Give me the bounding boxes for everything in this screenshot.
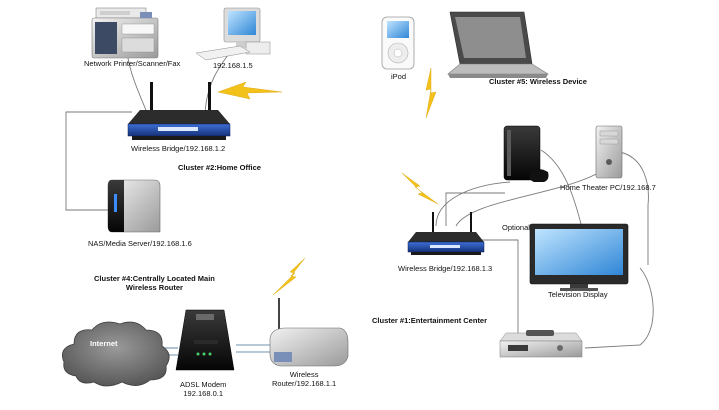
tower-pc-icon	[595, 125, 623, 179]
cluster-4-label: Cluster #4:Centrally Located Main Wirele…	[94, 274, 215, 292]
cable-bridge-console	[435, 181, 511, 227]
tv-label: Television Display	[548, 290, 608, 299]
cloud-icon	[61, 321, 170, 387]
internet-label: Internet	[90, 339, 118, 348]
television-icon	[529, 223, 629, 291]
lightning-icon	[401, 172, 439, 205]
laptop-icon	[447, 11, 550, 78]
ipod-label: iPod	[391, 72, 407, 81]
cluster-4-label-line2: Wireless Router	[125, 282, 183, 292]
modem-label: ADSL Modem 192.168.0.1	[180, 380, 227, 398]
cable-bridge-nas	[65, 111, 132, 211]
cable-htpc-right	[619, 151, 649, 265]
cable-bridge-dvr-optional	[470, 239, 519, 336]
cable-tv-dvr	[584, 267, 654, 349]
lightning-icon	[272, 257, 306, 296]
cable-bridge-htpc	[455, 171, 601, 227]
home-bridge-label: Wireless Bridge/192.168.1.2	[131, 144, 226, 153]
desktop-computer-icon	[195, 7, 271, 61]
optional-label: Optional	[502, 223, 530, 232]
nas-label: NAS/Media Server/192.168.1.6	[88, 239, 192, 248]
wireless-router-icon	[407, 212, 485, 255]
main-router-label: Wireless Router/192.168.1.1	[272, 370, 337, 388]
cluster-4-label-line1: Cluster #4:Centrally Located Main	[94, 274, 215, 283]
modem-label-line2: 192.168.0.1	[183, 388, 224, 398]
nas-server-icon	[107, 179, 161, 233]
htpc-label: Home Theater PC/192.168.7	[560, 183, 656, 192]
printer-icon	[91, 7, 159, 59]
cable-console-tv	[540, 149, 583, 229]
modem-label-line1: ADSL Modem	[180, 380, 227, 389]
cable-bridge-console-2	[445, 192, 505, 226]
main-router-label-line2: Router/192.168.1.1	[272, 378, 337, 388]
game-console-icon	[503, 125, 549, 182]
cables	[65, 49, 654, 349]
wireless-signals	[217, 67, 439, 296]
wireless-router-icon	[127, 82, 231, 140]
cluster-5-label: Cluster #5: Wireless Device	[489, 77, 587, 86]
lightning-icon	[217, 81, 283, 100]
modem-icon	[175, 309, 235, 371]
wireless-router-icon	[269, 298, 349, 367]
cluster-1-label: Cluster #1:Entertainment Center	[372, 316, 488, 325]
main-router-label-line1: Wireless	[289, 370, 319, 379]
lightning-icon	[425, 67, 437, 119]
cluster-2-label: Cluster #2:Home Office	[178, 163, 261, 172]
set-top-box-icon	[499, 330, 583, 358]
ipod-icon	[381, 16, 415, 70]
printer-label: Network Printer/Scanner/Fax	[84, 59, 181, 68]
desktop-ip-label: 192.168.1.5	[213, 61, 253, 70]
ent-bridge-label: Wireless Bridge/192.168.1.3	[398, 264, 493, 273]
